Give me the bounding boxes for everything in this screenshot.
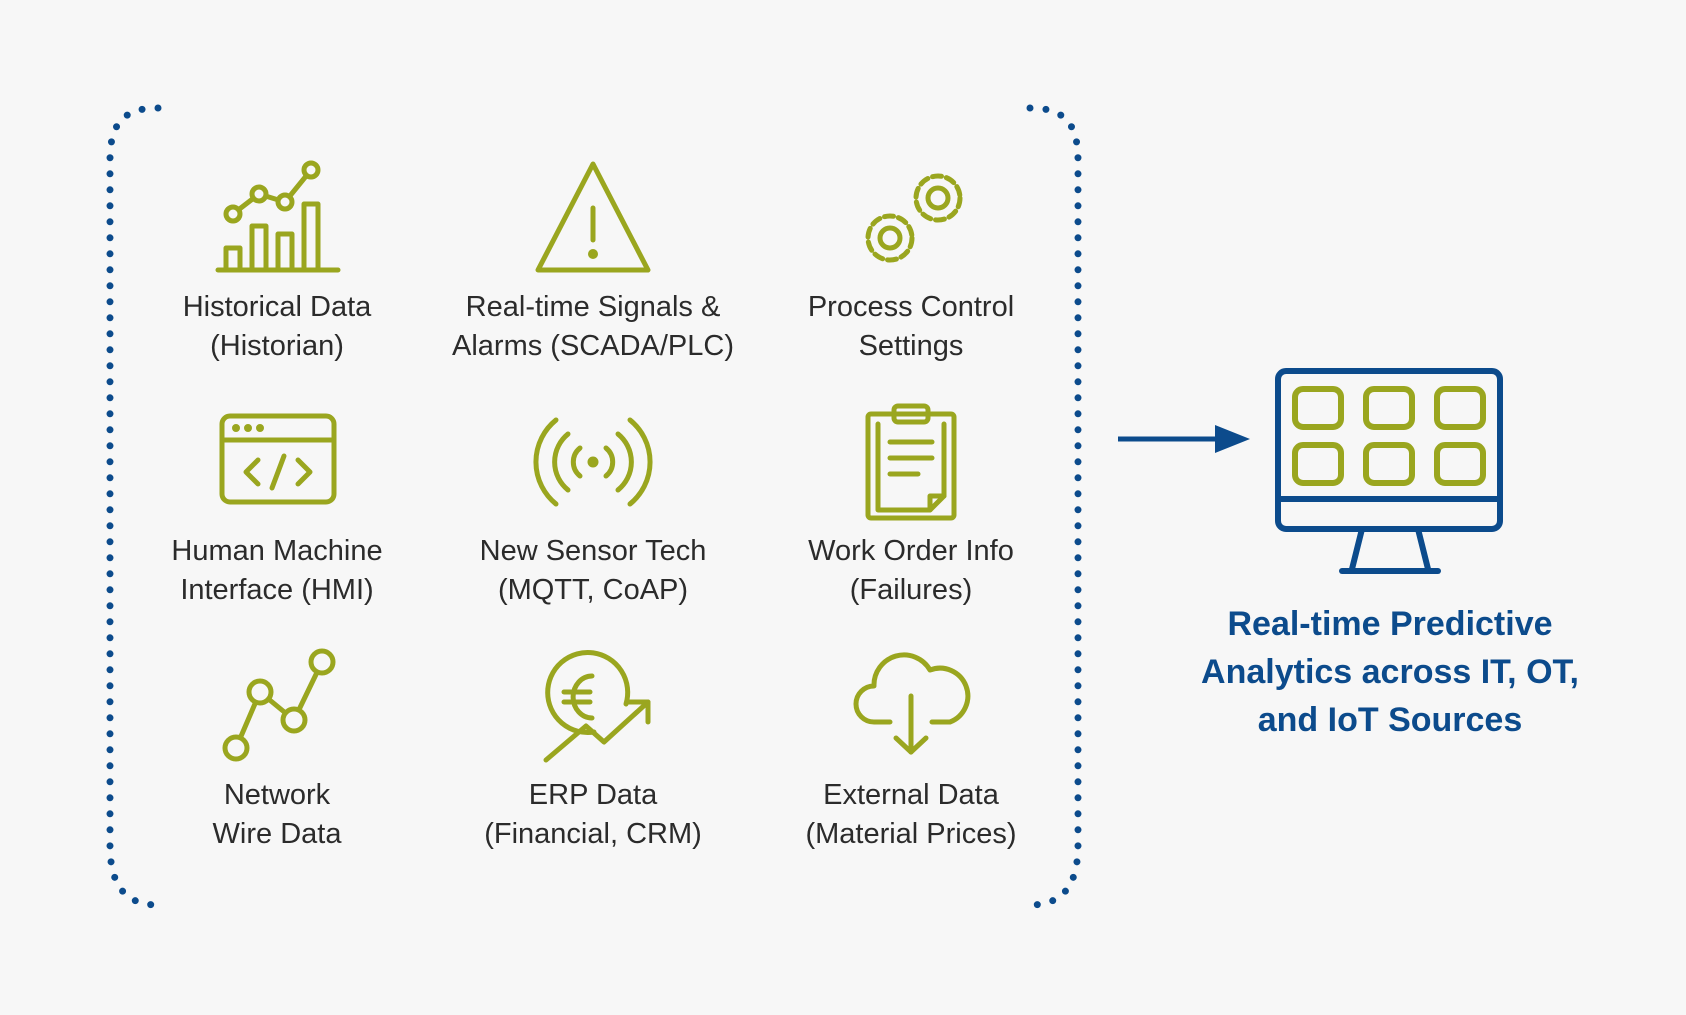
code-window-icon [219, 413, 337, 505]
warning-triangle-icon [535, 161, 651, 273]
gears-icon [865, 173, 963, 263]
source-external-data: External Data(Material Prices) [751, 646, 1071, 854]
bar-line-chart-icon [215, 160, 341, 273]
source-label: Real-time Signals &Alarms (SCADA/PLC) [452, 291, 734, 362]
network-line-icon [222, 648, 336, 762]
source-work-order: Work Order Info(Failures) [751, 402, 1071, 610]
source-label: New Sensor Tech(MQTT, CoAP) [479, 535, 707, 606]
source-erp-data: ERP Data(Financial, CRM) [433, 646, 753, 854]
wireless-signal-icon [533, 417, 653, 507]
clipboard-icon [865, 403, 957, 521]
cloud-download-icon [853, 652, 971, 755]
source-label: External Data(Material Prices) [805, 779, 1017, 850]
flow-arrow [1118, 425, 1250, 453]
source-label: ERP Data(Financial, CRM) [484, 779, 702, 850]
source-realtime-signals: Real-time Signals &Alarms (SCADA/PLC) [433, 158, 753, 366]
source-label: Work Order Info(Failures) [808, 535, 1014, 606]
source-label: Historical Data(Historian) [182, 291, 372, 362]
source-historical-data: Historical Data(Historian) [117, 158, 437, 366]
euro-growth-icon [543, 650, 651, 763]
target-title: Real-time Predictive Analytics across IT… [1201, 605, 1579, 739]
monitor-dashboard-icon [1275, 368, 1503, 574]
source-sensor-tech: New Sensor Tech(MQTT, CoAP) [433, 402, 753, 610]
